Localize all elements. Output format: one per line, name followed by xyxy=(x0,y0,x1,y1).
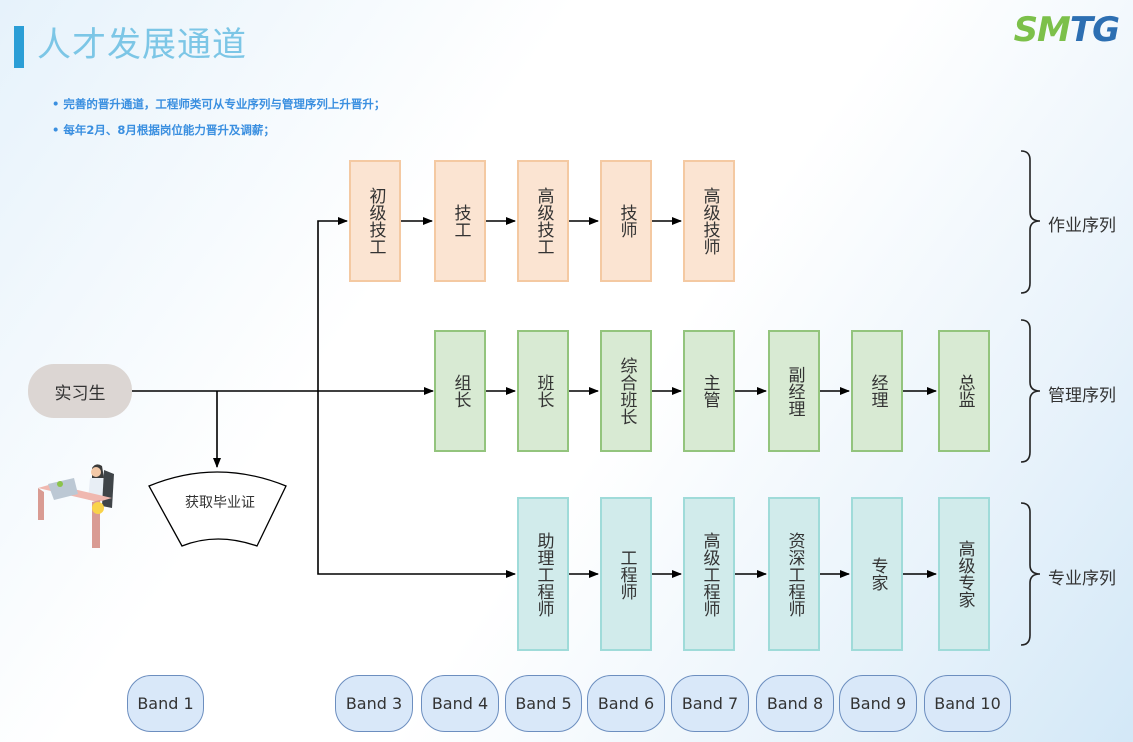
step-professional-3: 高级工程师 xyxy=(683,497,735,651)
sequence-label-management: 管理序列 xyxy=(1048,386,1116,406)
band-9: Band 9 xyxy=(839,675,917,732)
band-10: Band 10 xyxy=(924,675,1011,732)
brace-management xyxy=(1020,319,1041,463)
step-operation-4: 技师 xyxy=(600,160,652,282)
title-accent-bar xyxy=(14,26,24,68)
band-5: Band 5 xyxy=(505,675,582,732)
brace-professional xyxy=(1020,502,1041,646)
band-3: Band 3 xyxy=(335,675,413,732)
band-1: Band 1 xyxy=(127,675,204,732)
bullet-promotion-path: • 完善的晋升通道，工程师类可从专业序列与管理序列上升晋升； xyxy=(52,97,386,111)
brace-operation xyxy=(1020,150,1041,294)
intern-node: 实习生 xyxy=(28,364,132,418)
step-operation-3: 高级技工 xyxy=(517,160,569,282)
office-worker-at-desk-icon xyxy=(38,464,114,548)
step-operation-5: 高级技师 xyxy=(683,160,735,282)
step-professional-1: 助理工程师 xyxy=(517,497,569,651)
step-professional-6: 高级专家 xyxy=(938,497,990,651)
arrow-to-operation-sequence xyxy=(317,217,348,391)
step-operation-2: 技工 xyxy=(434,160,486,282)
step-professional-5: 专家 xyxy=(851,497,903,651)
band-8: Band 8 xyxy=(756,675,834,732)
band-6: Band 6 xyxy=(587,675,665,732)
step-management-1: 组长 xyxy=(434,330,486,452)
arrow-to-professional-sequence xyxy=(317,391,516,578)
step-operation-1: 初级技工 xyxy=(349,160,401,282)
step-management-3: 综合班长 xyxy=(600,330,652,452)
step-professional-4: 资深工程师 xyxy=(768,497,820,651)
sequence-label-professional: 专业序列 xyxy=(1048,569,1116,589)
step-management-6: 经理 xyxy=(851,330,903,452)
band-7: Band 7 xyxy=(671,675,749,732)
company-logo: SMTG xyxy=(1013,10,1120,50)
graduation-label: 获取毕业证 xyxy=(185,495,255,511)
sequence-label-operation: 作业序列 xyxy=(1048,216,1116,236)
step-management-5: 副经理 xyxy=(768,330,820,452)
page-title: 人才发展通道 xyxy=(37,25,247,65)
step-management-4: 主管 xyxy=(683,330,735,452)
band-4: Band 4 xyxy=(421,675,499,732)
graduation-certificate-shape xyxy=(148,471,287,547)
step-management-2: 班长 xyxy=(517,330,569,452)
step-professional-2: 工程师 xyxy=(600,497,652,651)
bullet-promotion-schedule: • 每年2月、8月根据岗位能力晋升及调薪； xyxy=(52,123,275,137)
step-management-7: 总监 xyxy=(938,330,990,452)
